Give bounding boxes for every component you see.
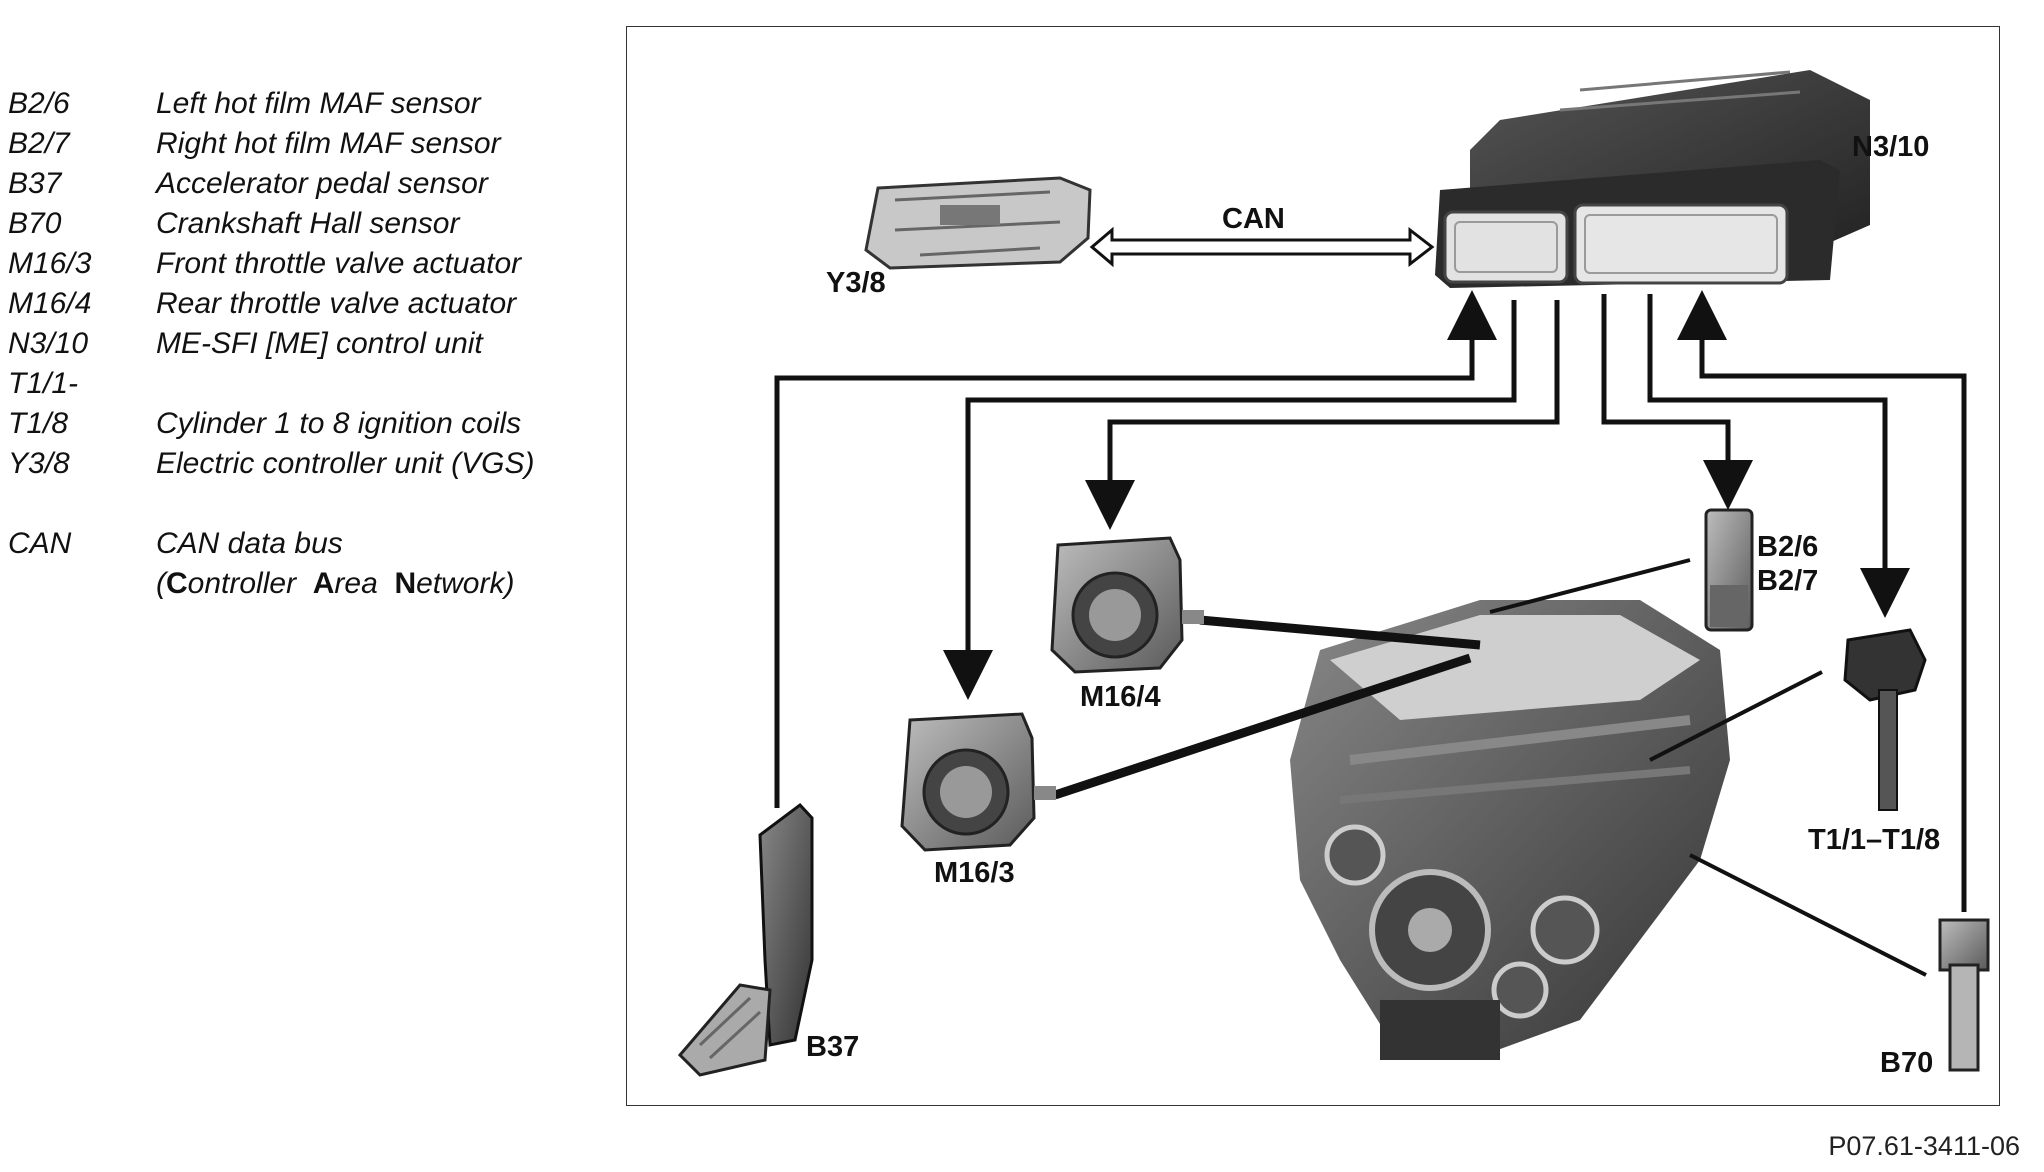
- accelerator-pedal-b37: [677, 802, 814, 1077]
- legend-code: M16/4: [8, 287, 92, 320]
- can-paren: (: [156, 567, 166, 600]
- maf-sensor-b2: [1704, 508, 1754, 632]
- legend-row: T1/1-: [8, 364, 608, 404]
- legend-code: B2/6: [8, 87, 70, 120]
- ecu-n3-10: [1435, 70, 1870, 288]
- wire-b2: [1601, 294, 1753, 510]
- legend-desc: Crankshaft Hall sensor: [156, 207, 460, 240]
- wire-t1: [1647, 294, 1910, 618]
- legend-row: M16/4 Rear throttle valve actuator: [8, 284, 608, 324]
- legend-row: B70 Crankshaft Hall sensor: [8, 204, 608, 244]
- label-b2-6: B2/6: [1757, 531, 1818, 563]
- legend-row: B2/7 Right hot film MAF sensor: [8, 124, 608, 164]
- legend-desc: Right hot film MAF sensor: [156, 127, 501, 160]
- wire-m16-4: [1085, 300, 1560, 530]
- wire-b70: [1677, 290, 1967, 912]
- controller-y3-8: [864, 176, 1092, 270]
- legend-code: B37: [8, 167, 62, 200]
- legend-row: T1/8 Cylinder 1 to 8 ignition coils: [8, 404, 608, 444]
- legend-code: M16/3: [8, 247, 92, 280]
- legend-row-can: CAN CAN data bus: [8, 524, 608, 564]
- label-m16-4: M16/4: [1080, 681, 1161, 713]
- legend-desc: Rear throttle valve actuator: [156, 287, 517, 320]
- label-b2-7: B2/7: [1757, 565, 1818, 597]
- legend-desc: Electric controller unit (VGS): [156, 447, 535, 480]
- can-word-network: etwork): [416, 567, 515, 600]
- label-y3-8: Y3/8: [826, 267, 886, 299]
- legend-code: N3/10: [8, 327, 89, 360]
- ignition-coil-t1: [1843, 628, 1927, 811]
- figure-reference: P07.61-3411-06: [1828, 1131, 2020, 1161]
- can-word-area: rea: [334, 567, 378, 600]
- legend-desc: Left hot film MAF sensor: [156, 87, 481, 120]
- can-word-controller: ontroller: [187, 567, 297, 600]
- can-bus-arrow: [1089, 226, 1435, 268]
- legend-row: N3/10 ME-SFI [ME] control unit: [8, 324, 608, 364]
- engine: [1290, 600, 1730, 1060]
- wire-m16-3: [943, 300, 1517, 700]
- label-can: CAN: [1222, 203, 1285, 235]
- legend-desc: Front throttle valve actuator: [156, 247, 522, 280]
- label-b37: B37: [806, 1031, 859, 1063]
- legend-desc: CAN data bus: [156, 527, 343, 560]
- crankshaft-sensor-b70: [1938, 918, 1990, 1072]
- legend-desc: Accelerator pedal sensor: [156, 167, 488, 200]
- legend-code: T1/8: [8, 407, 69, 440]
- legend-row: B37 Accelerator pedal sensor: [8, 164, 608, 204]
- legend-code: B2/7: [8, 127, 70, 160]
- legend-desc: ME-SFI [ME] control unit: [156, 327, 483, 360]
- legend-row: B2/6 Left hot film MAF sensor: [8, 84, 608, 124]
- legend-desc: Cylinder 1 to 8 ignition coils: [156, 407, 522, 440]
- can-expansion: (Controller Area Network): [156, 566, 514, 602]
- legend-code: CAN: [8, 527, 72, 560]
- can-letter-a: A: [312, 567, 335, 600]
- legend-code: B70: [8, 207, 62, 240]
- can-letter-c: C: [166, 567, 188, 600]
- label-t1: T1/1–T1/8: [1808, 824, 1940, 856]
- diagram-frame: [626, 26, 2000, 1106]
- can-letter-n: N: [394, 567, 417, 600]
- legend-row: Y3/8 Electric controller unit (VGS): [8, 444, 608, 484]
- label-b70: B70: [1880, 1047, 1933, 1079]
- engine-leads: [1053, 558, 1927, 977]
- wire-b37: [774, 290, 1497, 808]
- legend-code: T1/1-: [8, 367, 79, 400]
- legend-row: M16/3 Front throttle valve actuator: [8, 244, 608, 284]
- label-m16-3: M16/3: [934, 857, 1015, 889]
- throttle-actuator-m16-3: [900, 712, 1056, 852]
- legend-code: Y3/8: [8, 447, 70, 480]
- label-n3-10: N3/10: [1852, 131, 1929, 163]
- wires: [774, 290, 1967, 912]
- throttle-actuator-m16-4: [1050, 536, 1204, 674]
